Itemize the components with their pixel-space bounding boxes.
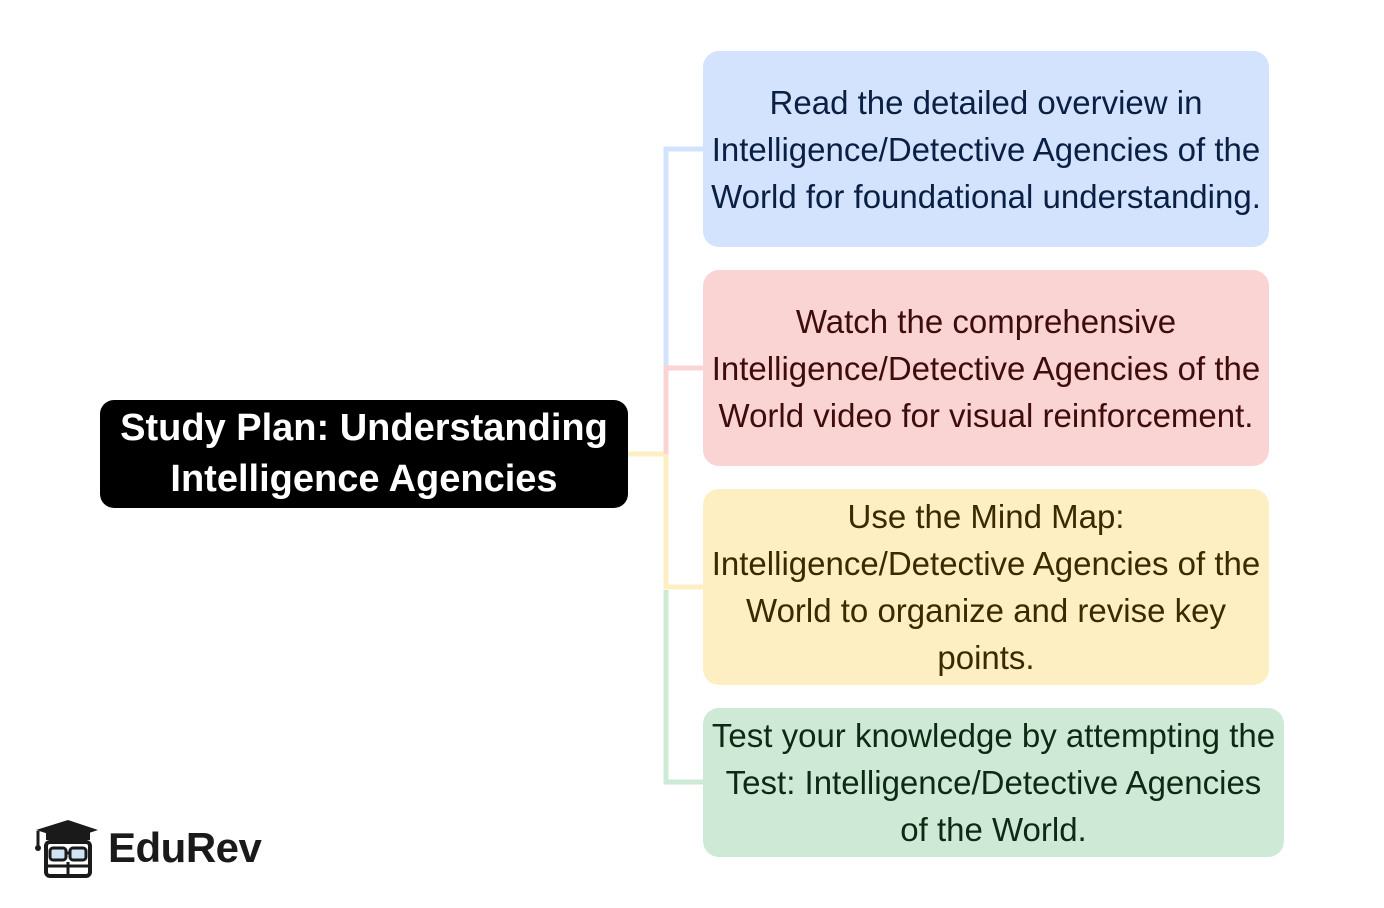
branch-node-watch-video: Watch the comprehensive Intelligence/Det… [703,270,1269,466]
connector-node-2 [663,365,703,454]
branch-node-mind-map: Use the Mind Map: Intelligence/Detective… [703,489,1269,685]
brand-name: EduRev [108,824,262,871]
connector-node-4 [663,590,703,785]
root-title-line-1: Study Plan: Understanding [120,407,608,449]
branch-node-test: Test your knowledge by attempting the Te… [703,708,1284,857]
root-node: Study Plan: Understanding Intelligence A… [100,400,628,508]
graduation-cap-student-icon [35,820,98,878]
branch-node-read-overview: Read the detailed overview in Intelligen… [703,51,1269,247]
branch-node-text: Use the Mind Map: Intelligence/Detective… [711,498,1261,676]
connector-node-1 [663,146,703,454]
connector-node-3 [663,454,703,590]
branch-node-text: Read the detailed overview in Intelligen… [711,83,1261,215]
edurev-logo: EduRev [30,816,262,880]
root-title-line-2: Intelligence Agencies [170,458,558,500]
branch-node-text: Watch the comprehensive Intelligence/Det… [711,302,1261,434]
branch-node-text: Test your knowledge by attempting the Te… [711,717,1276,848]
